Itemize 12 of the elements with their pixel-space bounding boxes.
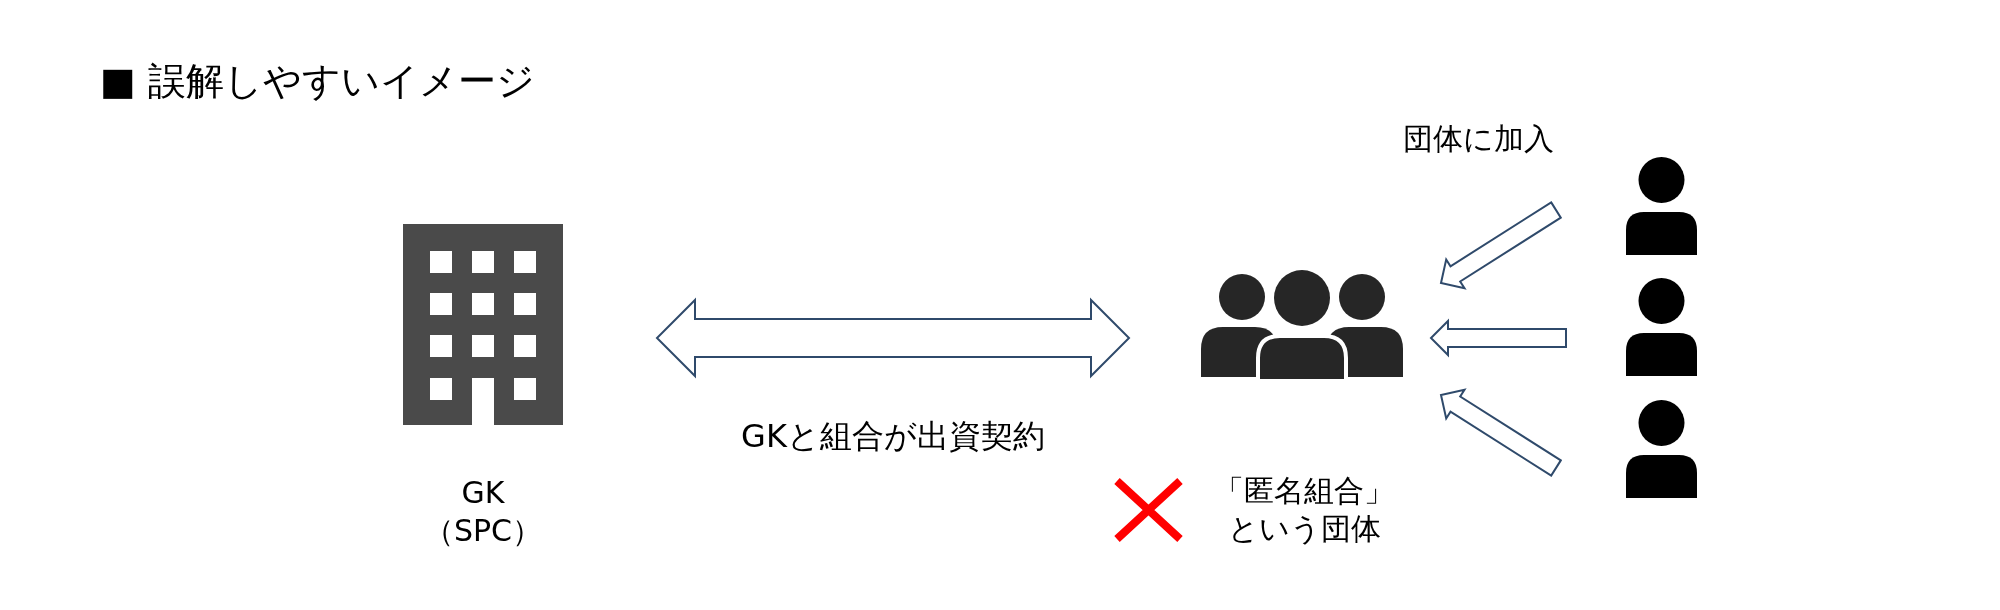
block-arrow (1429, 318, 1567, 358)
heading: ■ 誤解しやすいイメージ (100, 58, 535, 105)
person-icon (1626, 277, 1697, 376)
person-icon (1626, 399, 1697, 498)
block-arrow (1439, 388, 1563, 477)
double-arrow (655, 297, 1131, 379)
annotation-text: 団体に加入 (1403, 120, 1554, 158)
caption-text: 「匿名組合」という団体 (1213, 472, 1395, 547)
building-icon (403, 224, 563, 425)
block-arrow (1439, 201, 1563, 290)
person-icon (1626, 156, 1697, 255)
caption-text: GK （SPC） (422, 474, 544, 549)
